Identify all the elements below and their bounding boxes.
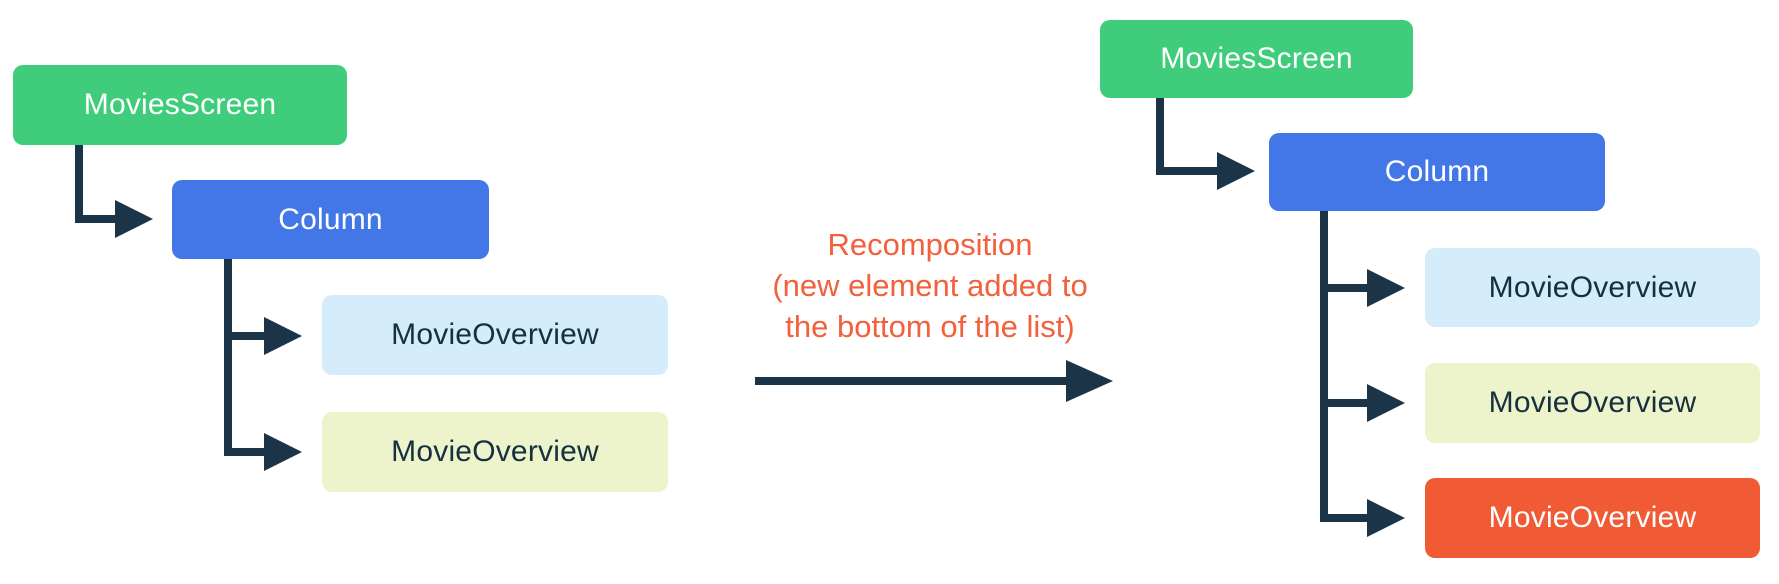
caption-line-1: Recomposition	[827, 227, 1033, 262]
recomposition-caption: Recomposition (new element added to the …	[720, 224, 1140, 347]
node-right-moviesscreen: MoviesScreen	[1100, 20, 1413, 98]
arrowhead-icon	[115, 200, 153, 238]
node-left-moviesscreen: MoviesScreen	[13, 65, 347, 145]
arrowhead-icon	[1066, 360, 1113, 402]
caption-line-2: (new element added to	[772, 268, 1088, 303]
node-right-column: Column	[1269, 133, 1605, 211]
arrowhead-icon	[264, 433, 302, 471]
node-right-movieoverview-1: MovieOverview	[1425, 248, 1760, 327]
arrowhead-icon	[1367, 384, 1405, 422]
connector-right-root-to-column	[1156, 98, 1255, 190]
recomposition-arrow	[755, 360, 1113, 402]
node-right-movieoverview-3-new: MovieOverview	[1425, 478, 1760, 558]
connector-left-root-to-column	[75, 145, 153, 238]
connector-left-column-to-children	[224, 259, 302, 471]
connector-right-column-to-children	[1320, 211, 1405, 537]
node-left-movieoverview-1: MovieOverview	[322, 295, 668, 375]
caption-line-3: the bottom of the list)	[785, 309, 1075, 344]
arrowhead-icon	[1217, 152, 1255, 190]
node-left-movieoverview-2: MovieOverview	[322, 412, 668, 492]
arrowhead-icon	[1367, 269, 1405, 307]
node-left-column: Column	[172, 180, 489, 259]
arrowhead-icon	[1367, 499, 1405, 537]
arrowhead-icon	[264, 317, 302, 355]
node-right-movieoverview-2: MovieOverview	[1425, 363, 1760, 443]
